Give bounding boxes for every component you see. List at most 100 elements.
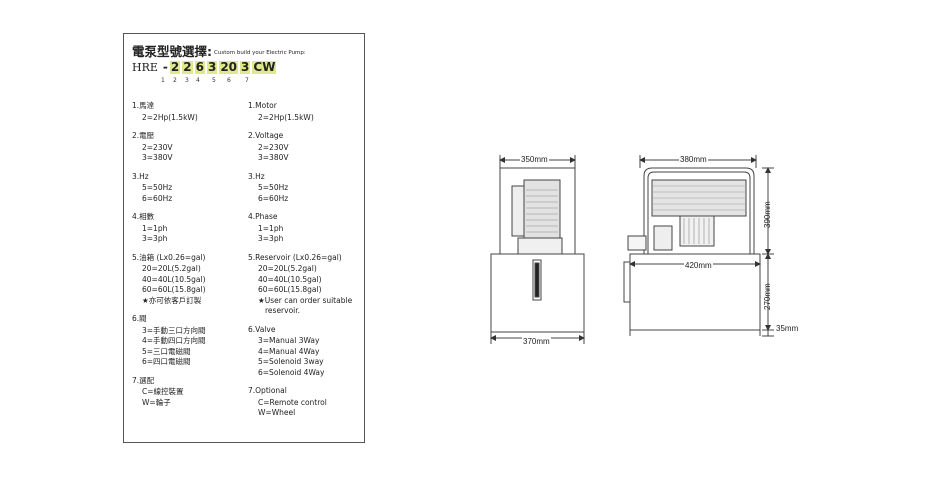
option-item: 4=Manual 4Way	[258, 346, 320, 356]
option-item: 5=50Hz	[142, 183, 173, 192]
option-item: ★亦可依客戶訂製	[142, 295, 202, 305]
front-motor-fins	[526, 189, 558, 233]
option-item: 5=Solenoid 3way	[258, 357, 324, 366]
option-title: 7.Optional	[248, 386, 287, 395]
option-item: 6=四口電磁閥	[142, 357, 191, 366]
option-group: 4.Phase 1=1ph 3=3ph	[248, 212, 352, 245]
option-note-continued: reservoir.	[265, 306, 301, 315]
option-title: 1.Motor	[248, 101, 277, 110]
code-position-label: 1	[161, 77, 165, 84]
chinese-options-column: 1.馬達 2=2Hp(1.5kW) 2.電壓 2=230V 3=380V 3.H…	[132, 101, 206, 416]
side-top-width-label: 380mm	[679, 155, 708, 164]
model-code-segment: 3	[206, 59, 218, 74]
english-options-column: 1.Motor 2=2Hp(1.5kW) 2.Voltage 2=230V 3=…	[248, 101, 352, 427]
option-item: 1=1ph	[258, 223, 284, 233]
code-position-label: 3	[185, 77, 189, 84]
front-motor-body	[523, 179, 561, 243]
option-group: 3.Hz 5=50Hz 6=60Hz	[248, 172, 352, 205]
option-title: 1.馬達	[132, 101, 155, 110]
option-item: 3=Manual 3Way	[258, 336, 320, 345]
side-frame	[643, 167, 755, 254]
front-motor-fan-cover	[511, 185, 525, 237]
front-oil-level-window	[534, 262, 540, 298]
model-code-segment: 6	[194, 59, 205, 74]
option-note: ★User can order suitable	[258, 295, 353, 305]
side-motor-fins	[652, 185, 746, 211]
front-tank	[490, 253, 585, 333]
side-valve-block	[653, 225, 673, 251]
model-code-segment: CW	[252, 59, 277, 74]
option-item: 40=40L(10.5gal)	[142, 274, 206, 284]
option-title: 4.相數	[132, 212, 155, 221]
option-title: 3.Hz	[248, 171, 265, 181]
side-view-drawing	[623, 155, 774, 337]
tank-height-label: 270mm	[763, 283, 772, 310]
option-item: W=輪子	[142, 397, 171, 407]
option-group: 6.Valve 3=Manual 3Way 4=Manual 4Way 5=So…	[248, 325, 352, 379]
code-position-label: 5	[212, 77, 216, 84]
option-item: 2=2Hp(1.5kW)	[142, 112, 198, 122]
model-code-segment: 3	[240, 59, 251, 74]
side-pump-fins	[683, 218, 710, 244]
option-group: 1.馬達 2=2Hp(1.5kW)	[132, 101, 206, 123]
option-item: 3=手動三口方向閥	[142, 325, 206, 335]
option-group: 5.Reservoir (Lx0.26=gal) 20=20L(5.2gal) …	[248, 253, 352, 317]
model-code: HRE - 2 2 6 3 20 3 CW	[132, 59, 277, 74]
option-item: C=線控裝置	[142, 387, 184, 396]
option-item: 3=3ph	[258, 234, 284, 243]
option-group: 5.油箱 (Lx0.26=gal) 20=20L(5.2gal) 40=40L(…	[132, 253, 206, 307]
front-bottom-width-label: 370mm	[522, 337, 551, 346]
option-group: 6.閥 3=手動三口方向閥 4=手動四口方向閥 5=三口電磁閥 6=四口電磁閥	[132, 314, 206, 368]
option-item: 4=手動四口方向閥	[142, 336, 206, 345]
option-title: 4.Phase	[248, 212, 278, 221]
option-item: 2=230V	[258, 142, 289, 152]
option-item: 20=20L(5.2gal)	[142, 264, 201, 273]
model-code-dash: -	[162, 60, 168, 74]
option-title: 3.Hz	[132, 171, 149, 181]
model-code-prefix: HRE	[132, 60, 158, 74]
option-item: C=Remote control	[258, 397, 327, 407]
code-position-label: 6	[227, 77, 231, 84]
option-group: 2.Voltage 2=230V 3=380V	[248, 131, 352, 164]
front-view-drawing	[490, 155, 585, 344]
option-item: 40=40L(10.5gal)	[258, 274, 322, 284]
option-group: 1.Motor 2=2Hp(1.5kW)	[248, 101, 352, 123]
option-item: 3=380V	[142, 153, 173, 162]
foot-height-label: 35mm	[776, 324, 799, 333]
option-item: 5=50Hz	[258, 183, 289, 192]
option-item: 2=2Hp(1.5kW)	[258, 112, 314, 122]
code-position-label: 4	[196, 77, 200, 84]
panel-header: 電泵型號選擇:Custom build your Electric Pump:	[132, 41, 306, 60]
option-group: 4.相數 1=1ph 3=3ph	[132, 212, 206, 245]
option-title: 2.電壓	[132, 131, 155, 140]
model-code-segment: 2	[169, 59, 181, 74]
option-item: 3=380V	[258, 153, 289, 162]
model-code-segment: 20	[219, 59, 239, 74]
code-position-label: 2	[173, 77, 177, 84]
option-title: 5.油箱 (Lx0.26=gal)	[132, 252, 206, 262]
front-top-width-label: 350mm	[520, 155, 549, 164]
code-position-label: 7	[245, 77, 249, 84]
option-item: 6=Solenoid 4Way	[258, 367, 325, 377]
side-base-width-label: 420mm	[684, 261, 713, 270]
front-pump-block	[517, 237, 563, 255]
option-item: 20=20L(5.2gal)	[258, 264, 317, 273]
option-group: 7.選配 C=線控裝置 W=輪子	[132, 376, 206, 409]
option-title: 7.選配	[132, 375, 155, 385]
option-item: W=Wheel	[258, 408, 296, 417]
upper-height-label: 390mm	[763, 201, 772, 228]
option-item: 1=1ph	[142, 223, 168, 233]
model-selection-panel: 電泵型號選擇:Custom build your Electric Pump: …	[123, 33, 365, 443]
option-item: 5=三口電磁閥	[142, 346, 191, 356]
option-title: 5.Reservoir (Lx0.26=gal)	[248, 252, 342, 262]
option-group: 2.電壓 2=230V 3=380V	[132, 131, 206, 164]
side-pump-housing	[679, 215, 715, 247]
option-item: 6=60Hz	[258, 193, 289, 203]
option-title: 6.Valve	[248, 324, 276, 334]
option-item: 3=3ph	[142, 234, 168, 243]
option-item: 6=60Hz	[142, 193, 173, 203]
option-item: 60=60L(15.8gal)	[142, 285, 206, 294]
option-group: 3.Hz 5=50Hz 6=60Hz	[132, 172, 206, 205]
model-code-segment: 2	[182, 59, 193, 74]
